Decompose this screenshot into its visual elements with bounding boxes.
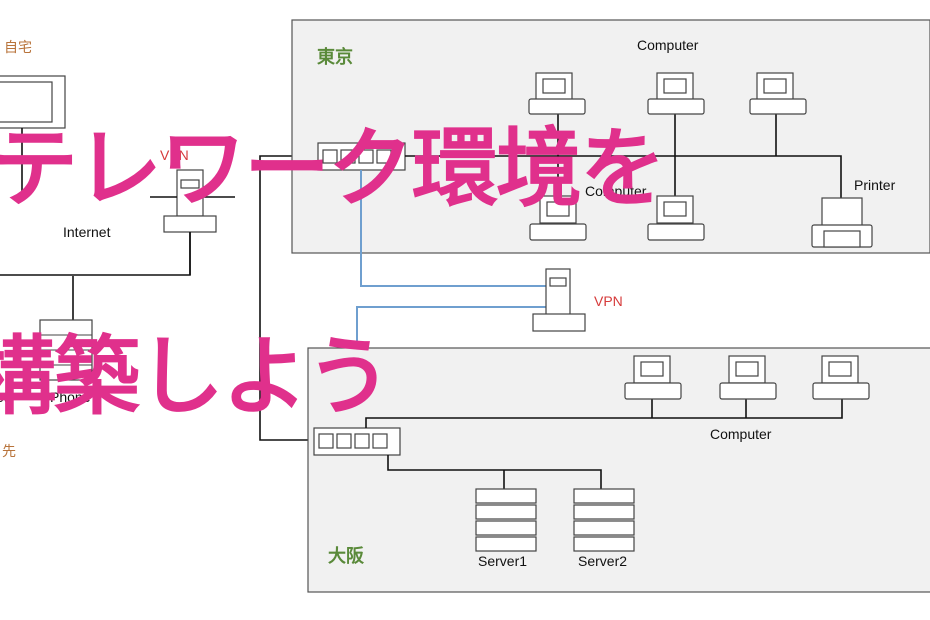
home-vpn-device-icon [163,169,217,233]
osaka-computer-icon [624,355,682,400]
osaka-region: 大阪 Computer [307,347,930,593]
osaka-server-wire [387,455,602,490]
server1-icon [475,488,537,552]
home-area: 自宅 Internet et Phone 先 VPN [0,40,235,460]
tokyo-switch-icon [317,142,406,171]
tokyo-region: 東京 Computer Computer [291,19,930,254]
tokyo-computer-icon [528,72,586,115]
site-vpn-label: VPN [594,293,623,309]
tokyo-label: 東京 [317,46,353,68]
home-computer-icon [0,75,66,129]
tokyo-computer-icon [529,195,587,241]
phone-label: Phone [50,389,91,405]
home-vpn-label: VPN [160,147,189,163]
tokyo-computer-icon [647,195,705,241]
osaka-computer-label: Computer [710,426,772,442]
partial-left-label: et [0,389,8,405]
title-line-2: 構築しよう [0,327,392,427]
server1-label: Server1 [478,553,527,569]
tokyo-computer-label-bottom: Computer [585,183,647,199]
osaka-pc-drop-wires [651,398,747,418]
server2-icon [573,488,635,552]
phone-icon [39,319,93,381]
tokyo-vpn-wire [360,170,546,287]
site-vpn-device-icon [532,268,586,332]
osaka-label: 大阪 [328,545,365,567]
trunk-wire [259,155,318,441]
tokyo-computer-icon [647,72,705,115]
tokyo-pc-drop-wires [557,113,777,200]
destination-label: 先 [2,444,16,460]
tokyo-lan-wire [405,155,842,198]
title-line-1: テレワーク環境を [0,119,666,219]
osaka-lan-wire [365,398,843,428]
osaka-switch-icon [313,427,401,456]
osaka-computer-icon [719,355,777,400]
printer-icon [811,197,873,248]
osaka-computer-icon [812,355,870,400]
internet-label: Internet [63,224,111,240]
server2-label: Server2 [578,553,627,569]
home-label: 自宅 [4,40,32,56]
tokyo-computer-icon [749,72,807,115]
printer-label: Printer [854,177,896,193]
tokyo-computer-label-top: Computer [637,37,699,53]
